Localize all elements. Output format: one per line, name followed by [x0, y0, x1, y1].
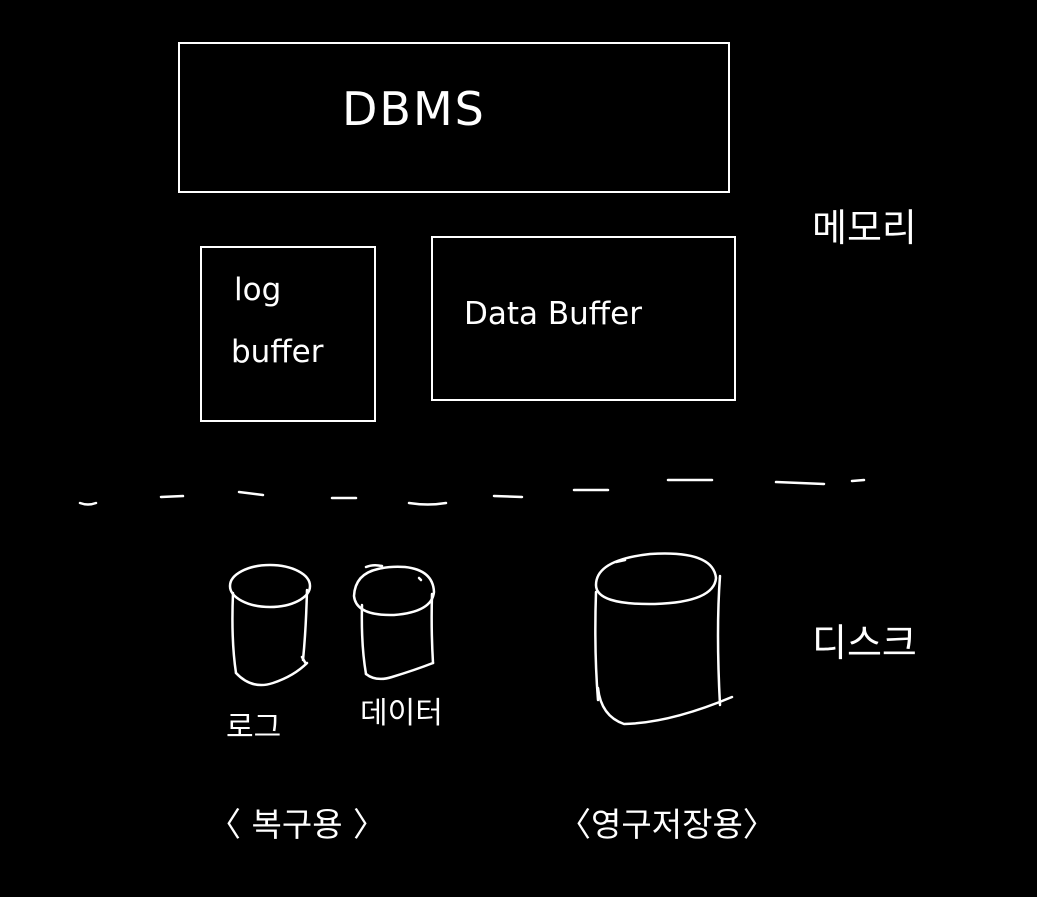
permanent-disk-cylinder: [594, 552, 734, 726]
log-disk-label: 로그: [226, 710, 282, 745]
recovery-purpose-label: 〈 복구용 〉: [208, 805, 387, 844]
disk-label: 디스크: [812, 621, 917, 665]
log-disk-cylinder: [228, 563, 312, 687]
log-buffer-box: [200, 246, 376, 422]
data-disk-cylinder: [352, 563, 436, 681]
dbms-box: [178, 42, 730, 193]
data-buffer-label: Data Buffer: [464, 296, 642, 332]
dbms-label: DBMS: [342, 82, 486, 136]
log-buffer-label-line2: buffer: [231, 334, 324, 370]
memory-label: 메모리: [812, 206, 917, 250]
data-disk-label: 데이터: [360, 696, 443, 731]
memory-disk-divider: [78, 478, 866, 506]
log-buffer-label-line1: log: [234, 272, 282, 308]
permanent-storage-label: 〈영구저장용〉: [558, 805, 776, 844]
data-buffer-box: [431, 236, 736, 401]
